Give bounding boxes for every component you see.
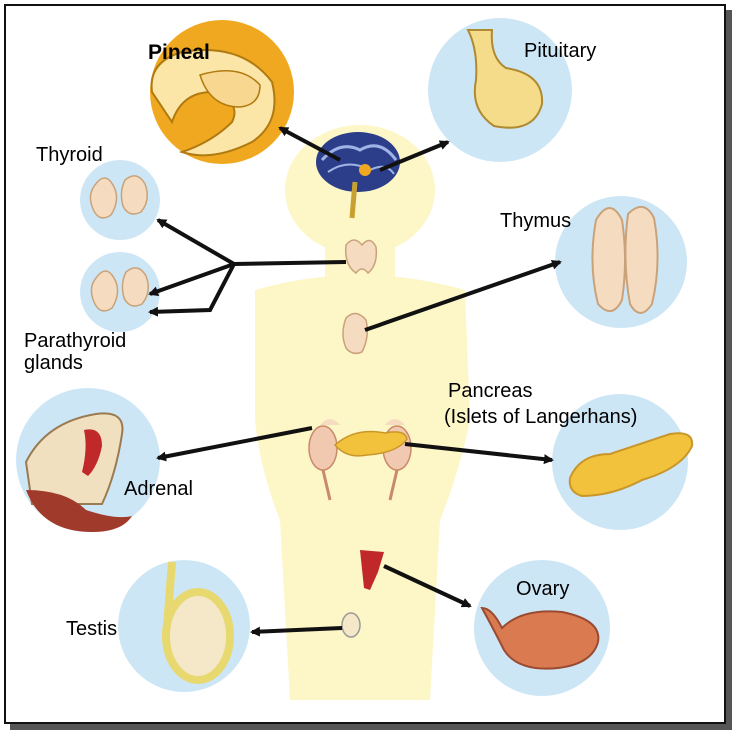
pituitary-circle: [428, 18, 572, 162]
label-pituitary: Pituitary: [524, 40, 597, 62]
uterus-small: [360, 550, 384, 590]
arrow-testis: [250, 626, 343, 637]
arrow-pineal: [278, 126, 341, 162]
arrows: [148, 126, 562, 637]
thyroid-circle: [80, 160, 160, 240]
thymus-gland-small: [342, 312, 369, 355]
arrow-thymus: [364, 259, 562, 332]
label-thymus: Thymus: [500, 210, 572, 232]
testis-circle: [118, 560, 250, 692]
kidneys-and-pancreas: [308, 419, 412, 501]
arrow-parathyroid-1: [148, 262, 235, 297]
testis-small: [341, 612, 361, 638]
label-parathyroid-line1: Parathyroid: [24, 330, 127, 352]
arrow-ovary: [383, 564, 472, 608]
pancreas-circle: [552, 394, 694, 530]
label-parathyroid-line2: glands: [24, 352, 83, 374]
label-ovary: Ovary: [516, 578, 570, 600]
parathyroid-circle: [80, 252, 160, 332]
arrow-pancreas: [404, 442, 554, 465]
body-silhouette: [255, 125, 470, 700]
label-pancreas-line1: Pancreas: [448, 380, 533, 402]
adrenal-circle: [16, 388, 160, 532]
label-adrenal: Adrenal: [124, 478, 193, 500]
arrow-pituitary: [379, 140, 450, 172]
label-pancreas-line2: (Islets of Langerhans): [444, 406, 638, 428]
brain-icon: [316, 132, 400, 219]
pineal-circle: [150, 20, 294, 164]
label-thyroid: Thyroid: [36, 144, 103, 166]
thyroid-gland-small: [344, 239, 378, 275]
ovary-circle: [474, 560, 610, 696]
thymus-circle: [555, 196, 687, 328]
label-pineal: Pineal: [148, 41, 210, 64]
arrow-adrenal: [156, 426, 313, 462]
arrow-parathyroid-2: [148, 263, 236, 317]
label-testis: Testis: [66, 618, 118, 640]
